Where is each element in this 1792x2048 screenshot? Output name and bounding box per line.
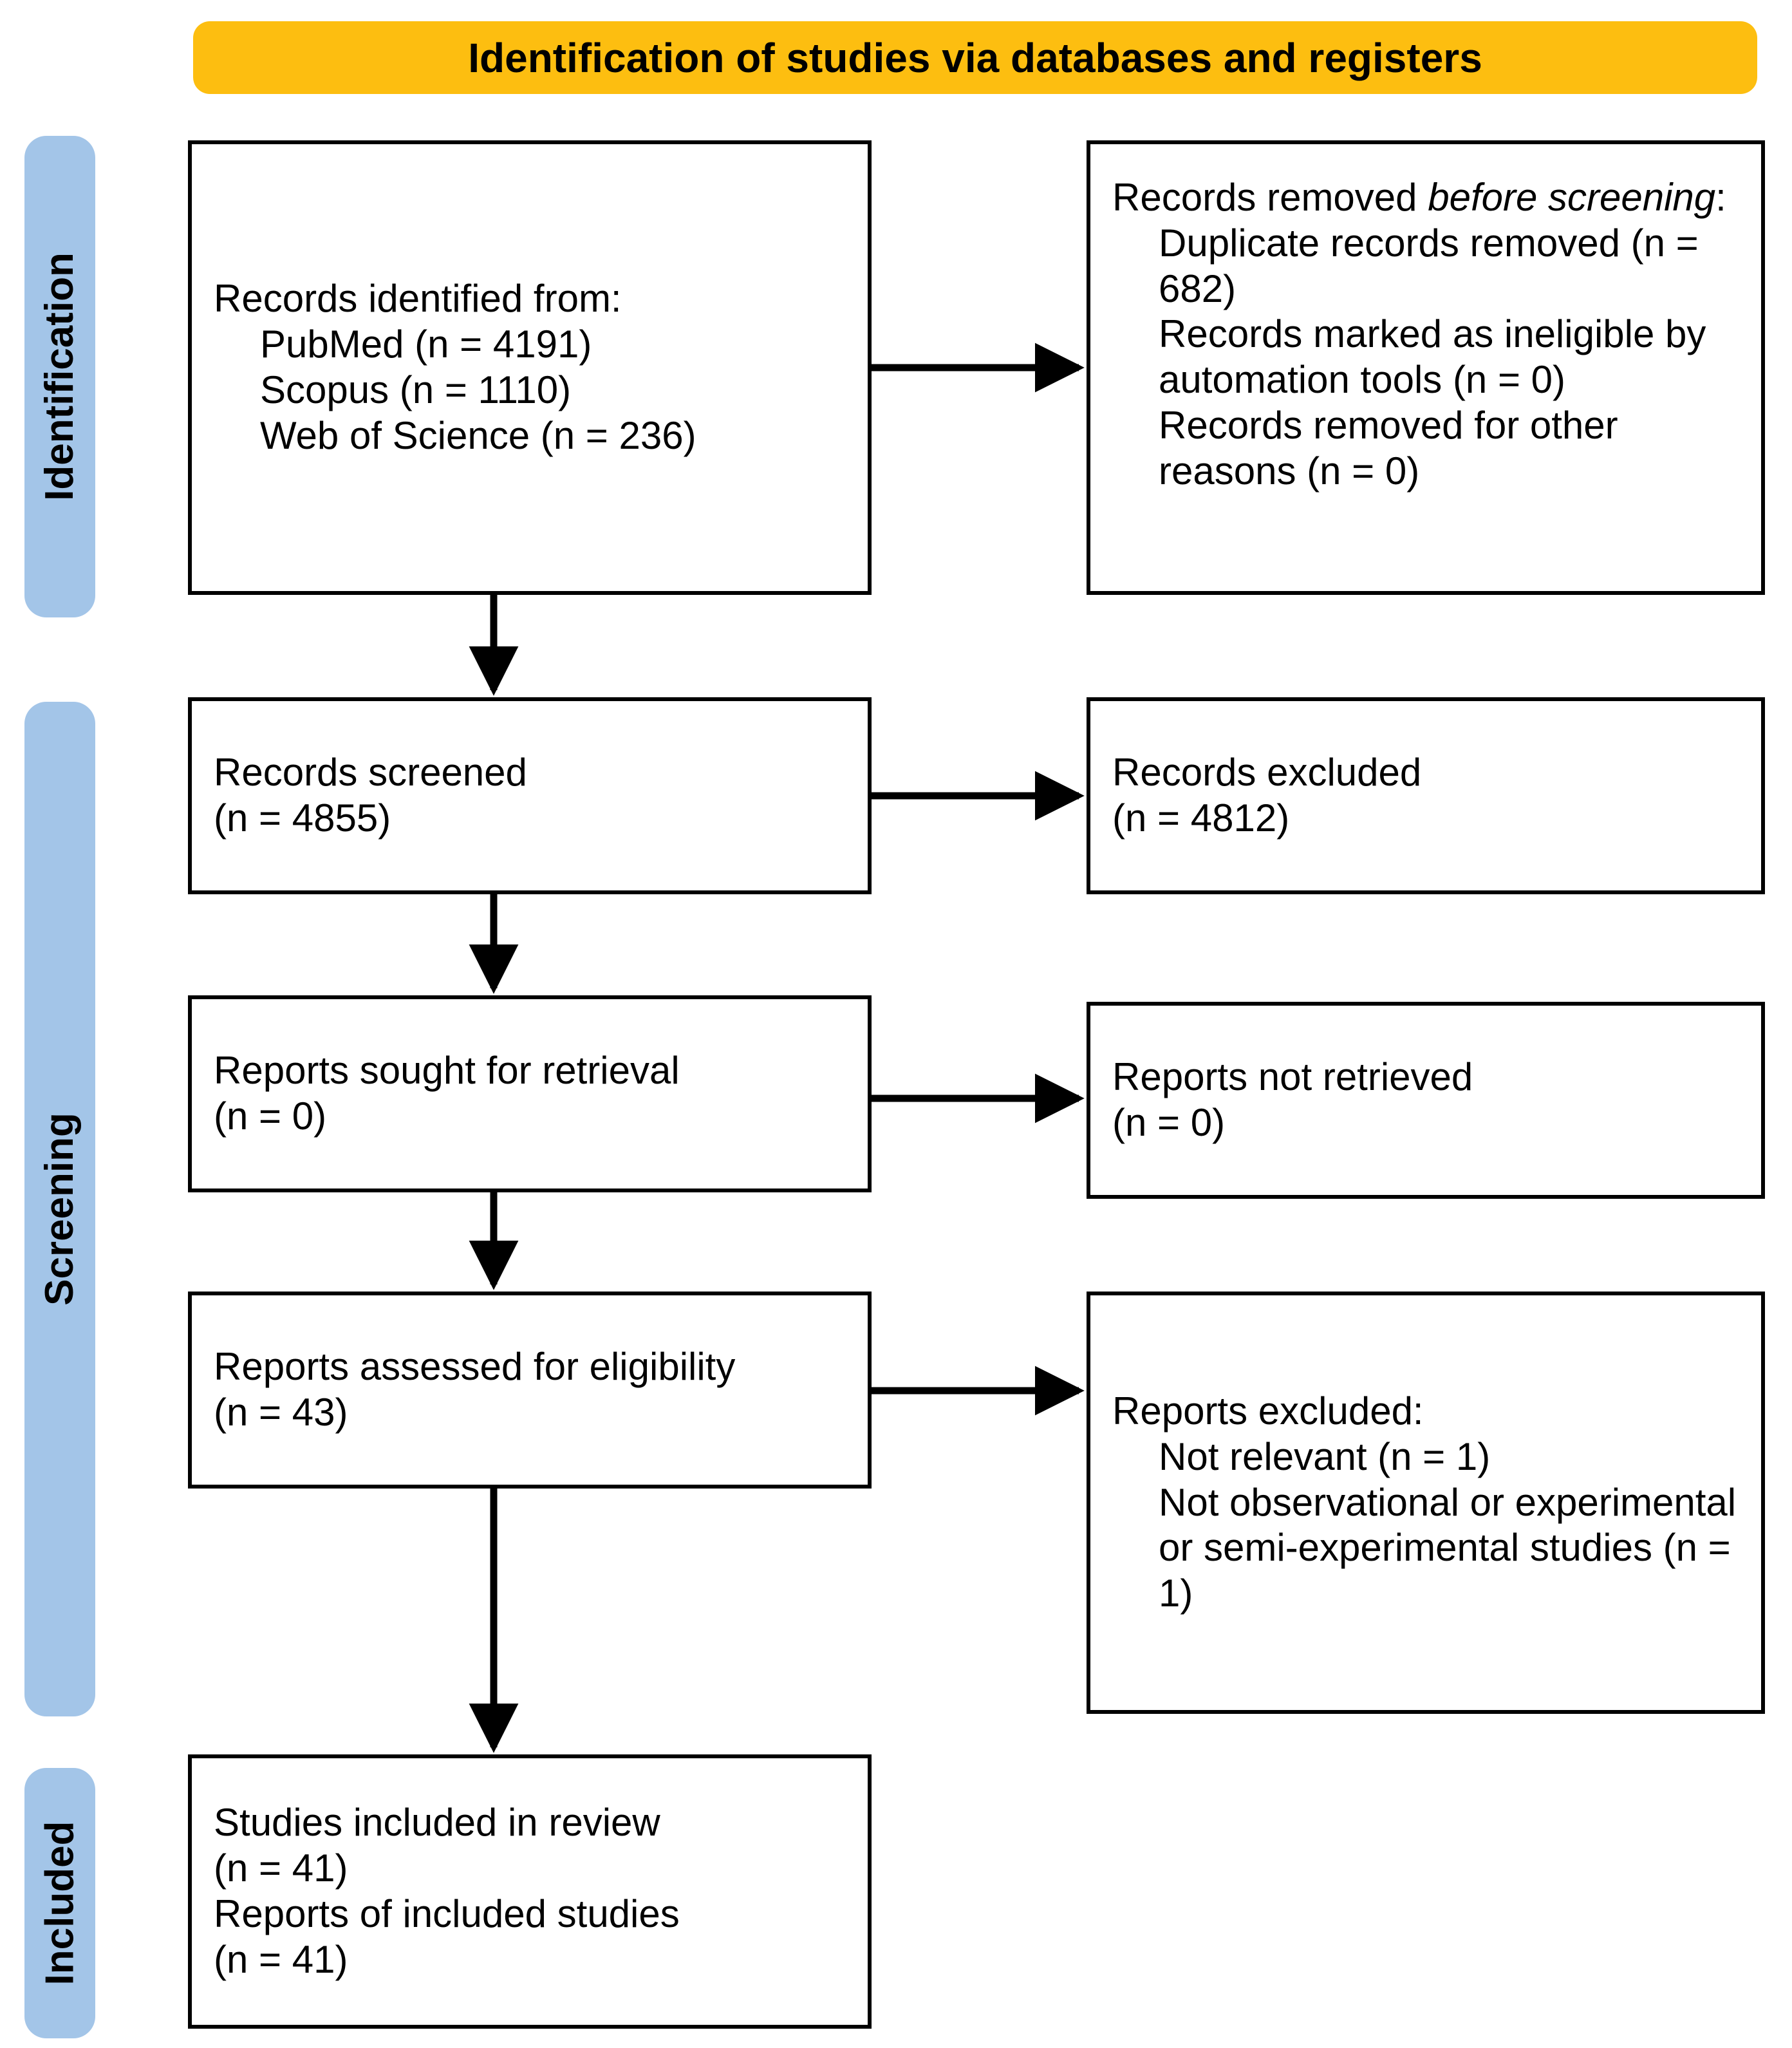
box-records-identified: Records identified from: PubMed (n = 419… <box>188 140 872 595</box>
box-line: Records screened <box>214 751 527 794</box>
box-line: Records excluded <box>1112 751 1422 794</box>
box-line: (n = 41) <box>214 1937 348 1981</box>
lead-tail: : <box>1715 176 1726 219</box>
page-title: Identification of studies via databases … <box>468 34 1482 81</box>
box-line: Reports sought for retrieval <box>214 1049 680 1093</box>
box-studies-included-in-review: Studies included in review (n = 41) Repo… <box>188 1754 872 2029</box>
box-reports-excluded-reasons: Reports excluded: Not relevant (n = 1) N… <box>1087 1292 1765 1714</box>
phase-bar-screening: Screening <box>24 702 95 1716</box>
phase-bar-identification: Identification <box>24 136 95 617</box>
box-line: Not relevant (n = 1) <box>1159 1434 1491 1478</box>
box-reports-sought-for-retrieval: Reports sought for retrieval (n = 0) <box>188 995 872 1192</box>
box-reports-not-retrieved: Reports not retrieved (n = 0) <box>1087 1002 1765 1199</box>
box-line: Web of Science (n = 236) <box>260 413 696 457</box>
box-records-screened: Records screened (n = 4855) <box>188 697 872 894</box>
box-line: Reports assessed for eligibility <box>214 1345 736 1389</box>
lead-plain: Records removed <box>1112 176 1428 219</box>
box-line: (n = 4855) <box>214 796 391 840</box>
box-line: (n = 43) <box>214 1391 348 1434</box>
phase-label-screening: Screening <box>37 1113 82 1306</box>
box-records-removed-before-screening: Records removed before screening: Duplic… <box>1087 140 1765 595</box>
box-line: Reports not retrieved <box>1112 1055 1473 1099</box>
box-line: Reports of included studies <box>214 1892 680 1935</box>
lead-italic: before screening <box>1428 176 1716 219</box>
phase-bar-included: Included <box>24 1768 95 2038</box>
box-line: PubMed (n = 4191) <box>260 323 592 366</box>
box-line: Not observational or experimental or sem… <box>1159 1480 1747 1615</box>
box-line: Scopus (n = 1110) <box>260 368 572 411</box>
box-line: (n = 0) <box>1112 1101 1226 1144</box>
box-line: Records identified from: <box>214 277 622 321</box>
header-banner-identification: Identification of studies via databases … <box>193 21 1757 94</box>
box-line: Records removed for other reasons (n = 0… <box>1159 403 1629 493</box>
box-line: (n = 41) <box>214 1846 348 1890</box>
box-records-excluded: Records excluded (n = 4812) <box>1087 697 1765 894</box>
box-line-lead: Records removed before screening: <box>1112 175 1739 221</box>
box-line: Reports excluded: <box>1112 1389 1424 1433</box>
box-reports-assessed-for-eligibility: Reports assessed for eligibility (n = 43… <box>188 1292 872 1489</box>
box-line: (n = 4812) <box>1112 796 1290 840</box>
box-line: Studies included in review <box>214 1801 660 1845</box>
box-line: (n = 0) <box>214 1094 327 1138</box>
phase-label-identification: Identification <box>37 252 82 501</box>
box-line: Duplicate records removed (n = 682) <box>1159 221 1710 310</box>
box-line: Records marked as ineligible by automati… <box>1159 312 1717 402</box>
phase-label-included: Included <box>37 1821 82 1986</box>
